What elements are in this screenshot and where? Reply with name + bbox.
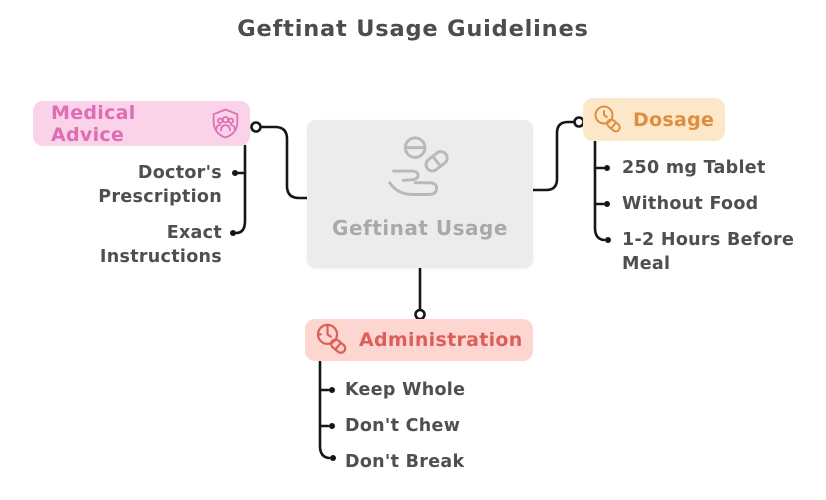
shield-group-icon — [209, 107, 242, 140]
node-medical-advice: Medical Advice — [33, 101, 250, 146]
leaf-keep-whole: Keep Whole — [345, 380, 466, 400]
clock-capsule-icon — [591, 103, 625, 137]
diagram-title: Geftinat Usage Guidelines — [237, 16, 589, 42]
clock-capsule-icon — [313, 321, 351, 359]
leaf-without-food: Without Food — [622, 194, 759, 214]
node-geftinat-usage: Geftinat Usage — [307, 120, 533, 268]
leaf-250mg-tablet: 250 mg Tablet — [622, 158, 766, 178]
node-dosage: Dosage — [583, 98, 725, 141]
node-label-medical-advice: Medical Advice — [51, 101, 136, 146]
leaf-dont-chew: Don't Chew — [345, 416, 461, 436]
leaf-doctors-prescription: Doctor's Prescription — [98, 163, 222, 207]
node-label-geftinat-usage: Geftinat Usage — [332, 216, 508, 240]
hand-holding-pills-icon — [375, 132, 465, 214]
leaf-exact-instructions: Exact Instructions — [99, 223, 222, 267]
node-label-dosage: Dosage — [633, 108, 715, 131]
leaf-dont-break: Don't Break — [345, 452, 465, 472]
node-administration: Administration — [305, 319, 533, 361]
leaf-hours-before-meal: 1-2 Hours Before Meal — [622, 230, 795, 274]
node-label-administration: Administration — [359, 329, 523, 351]
